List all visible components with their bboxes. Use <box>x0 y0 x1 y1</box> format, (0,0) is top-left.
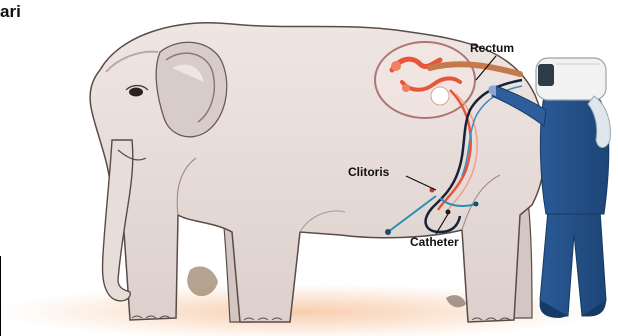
label-rectum: Rectum <box>470 41 514 55</box>
label-clitoris: Clitoris <box>348 165 390 179</box>
label-catheter: Catheter <box>410 235 459 249</box>
elephant-eye <box>129 88 143 97</box>
elephant-ear <box>156 42 227 137</box>
operator-legs <box>540 210 606 316</box>
bladder <box>431 87 449 105</box>
